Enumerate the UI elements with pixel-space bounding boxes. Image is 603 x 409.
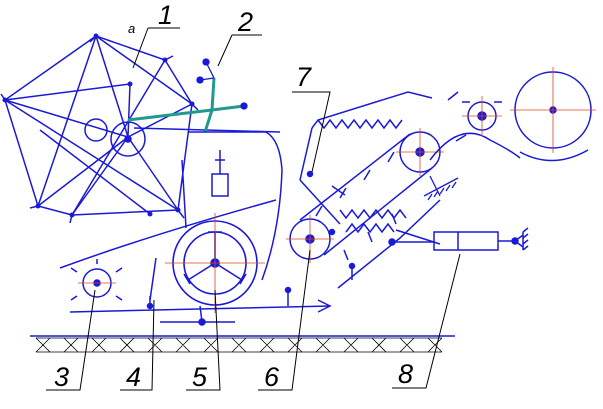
- ground: [30, 335, 455, 353]
- leader-lines: [46, 27, 461, 391]
- callout-3: 3: [54, 362, 69, 392]
- reel: [0, 35, 281, 229]
- callout-4: 4: [126, 362, 141, 392]
- reel-joints: [2, 33, 195, 218]
- callout-8: 8: [398, 359, 413, 389]
- callout-2: 2: [237, 7, 253, 37]
- hydraulic-cylinder: [388, 227, 529, 251]
- ground-hatching: [35, 337, 443, 353]
- callout-1: 1: [158, 0, 173, 30]
- callout-6: 6: [264, 362, 280, 392]
- callout-7: 7: [296, 62, 312, 92]
- reel-drive-linkage: [127, 77, 245, 133]
- frame-support: [423, 175, 459, 201]
- thresher-drum: [429, 71, 592, 162]
- drum-centerlines: [462, 67, 596, 153]
- callout-5: 5: [192, 362, 208, 392]
- linkage-pivots: [196, 58, 248, 110]
- feeder-conveyor: [289, 91, 441, 289]
- point-label-a: а: [128, 21, 135, 36]
- divider-roller: [70, 259, 123, 301]
- cutter-bar: [69, 286, 332, 326]
- header-body: [59, 131, 283, 301]
